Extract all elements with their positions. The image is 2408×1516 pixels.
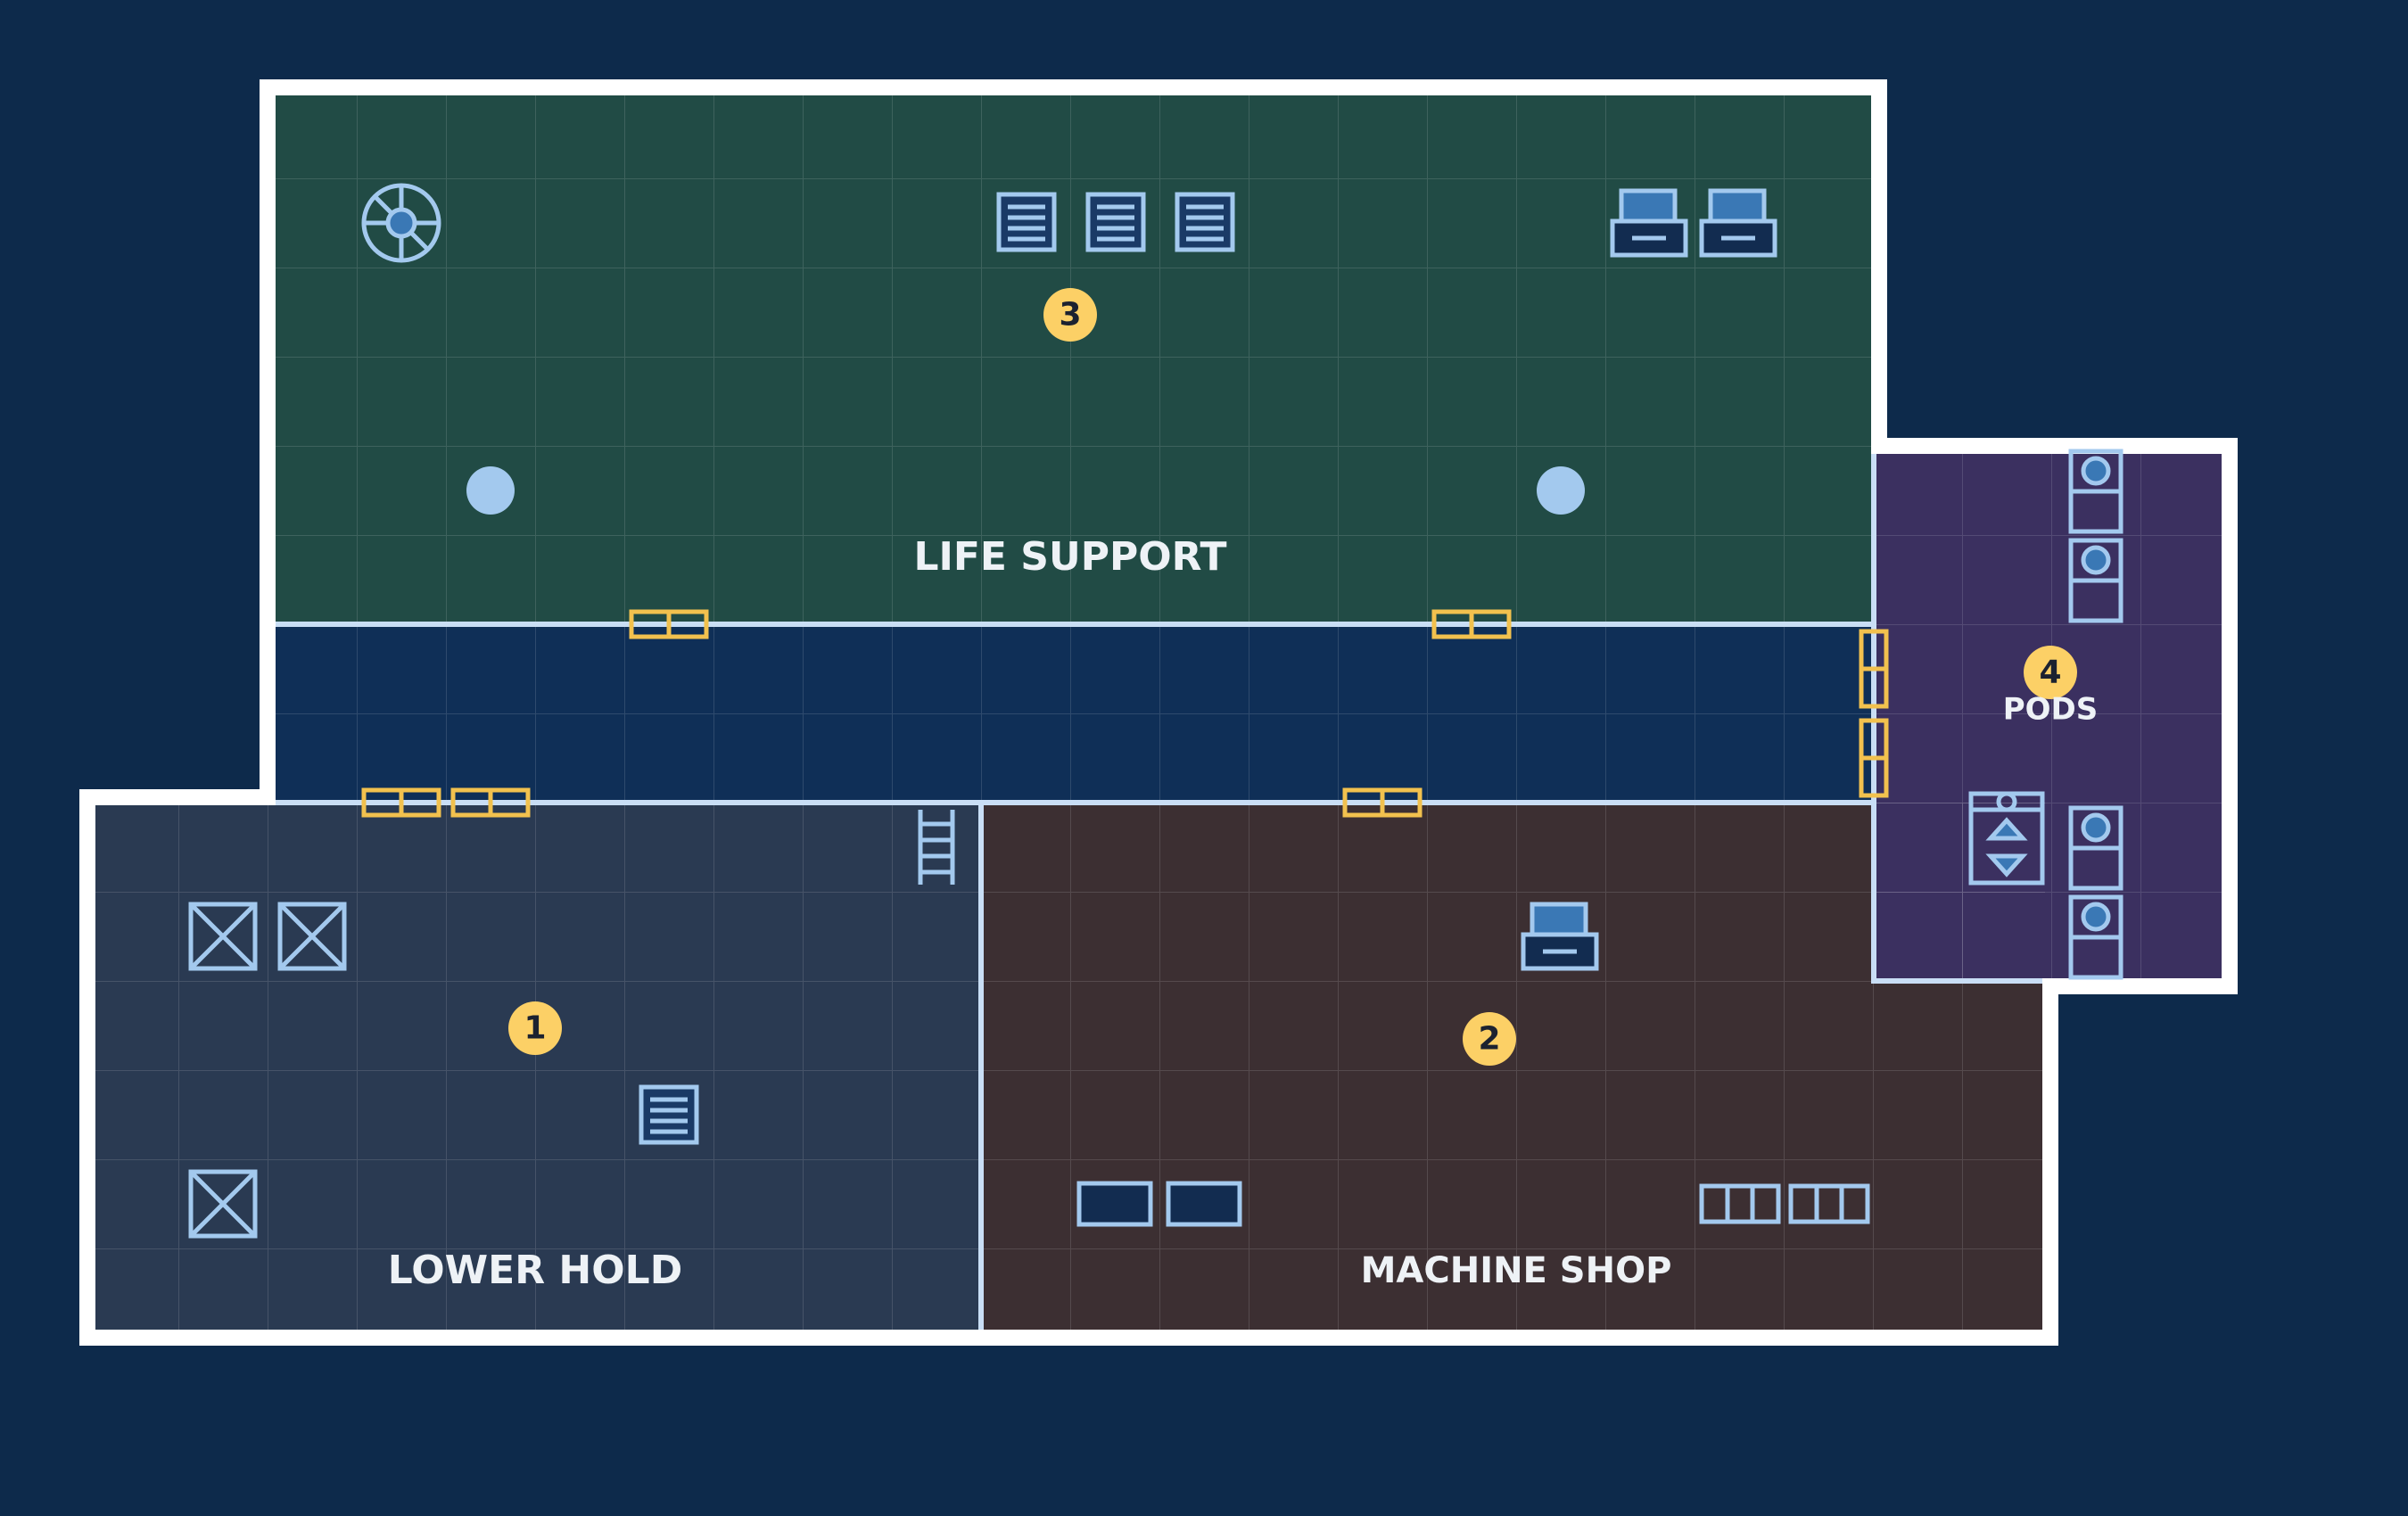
- door[interactable]: [361, 787, 441, 818]
- escape-pod-icon[interactable]: [2068, 538, 2123, 623]
- door[interactable]: [450, 787, 531, 818]
- svg-text:1: 1: [524, 1010, 546, 1047]
- svg-text:3: 3: [1059, 297, 1081, 334]
- floor-grid: [93, 93, 2224, 1332]
- crate-icon[interactable]: [188, 902, 258, 971]
- room-label-lower-hold: LOWER HOLD: [388, 1248, 682, 1293]
- console-icon[interactable]: [1610, 188, 1688, 258]
- door[interactable]: [1342, 787, 1423, 818]
- escape-pod-icon[interactable]: [2068, 805, 2123, 891]
- room-badge-lower-hold: 1: [508, 1001, 562, 1055]
- workbench-icon[interactable]: [1166, 1181, 1242, 1227]
- escape-pod-icon[interactable]: [2068, 894, 2123, 980]
- door[interactable]: [629, 609, 709, 639]
- workbench-icon[interactable]: [1076, 1181, 1153, 1227]
- door[interactable]: [1859, 718, 1889, 798]
- server-rack-icon[interactable]: [1085, 192, 1146, 252]
- door[interactable]: [1431, 609, 1512, 639]
- room-badge-pods: 4: [2024, 646, 2077, 699]
- oxygen-fan-icon[interactable]: [361, 183, 441, 263]
- crate-icon[interactable]: [277, 902, 347, 971]
- server-rack-icon[interactable]: [996, 192, 1057, 252]
- room-label-pods: PODS: [2003, 692, 2099, 728]
- outer-hull: [79, 79, 2238, 1346]
- escape-pod-icon[interactable]: [2068, 449, 2123, 534]
- doors: [361, 609, 1889, 818]
- workbench-icon[interactable]: [1788, 1183, 1870, 1224]
- server-rack-icon[interactable]: [639, 1084, 699, 1145]
- room-badge-machine-shop: 2: [1463, 1012, 1516, 1066]
- svg-text:4: 4: [2039, 655, 2061, 691]
- room-label-machine-shop: MACHINE SHOP: [1361, 1250, 1672, 1291]
- svg-text:2: 2: [1478, 1021, 1500, 1058]
- room-badge-life-support: 3: [1043, 288, 1097, 342]
- crate-icon[interactable]: [188, 1169, 258, 1239]
- workbench-icon[interactable]: [1699, 1183, 1781, 1224]
- server-rack-icon[interactable]: [1175, 192, 1235, 252]
- interior-walls: [273, 451, 2045, 1332]
- ladder-icon[interactable]: [918, 810, 955, 885]
- sensor-dot-icon[interactable]: [466, 466, 515, 515]
- room-label-life-support: LIFE SUPPORT: [913, 534, 1226, 580]
- elevator-icon[interactable]: [1968, 791, 2045, 886]
- console-icon[interactable]: [1699, 188, 1777, 258]
- door[interactable]: [1859, 629, 1889, 709]
- console-icon[interactable]: [1521, 902, 1599, 971]
- sensor-dot-icon[interactable]: [1537, 466, 1585, 515]
